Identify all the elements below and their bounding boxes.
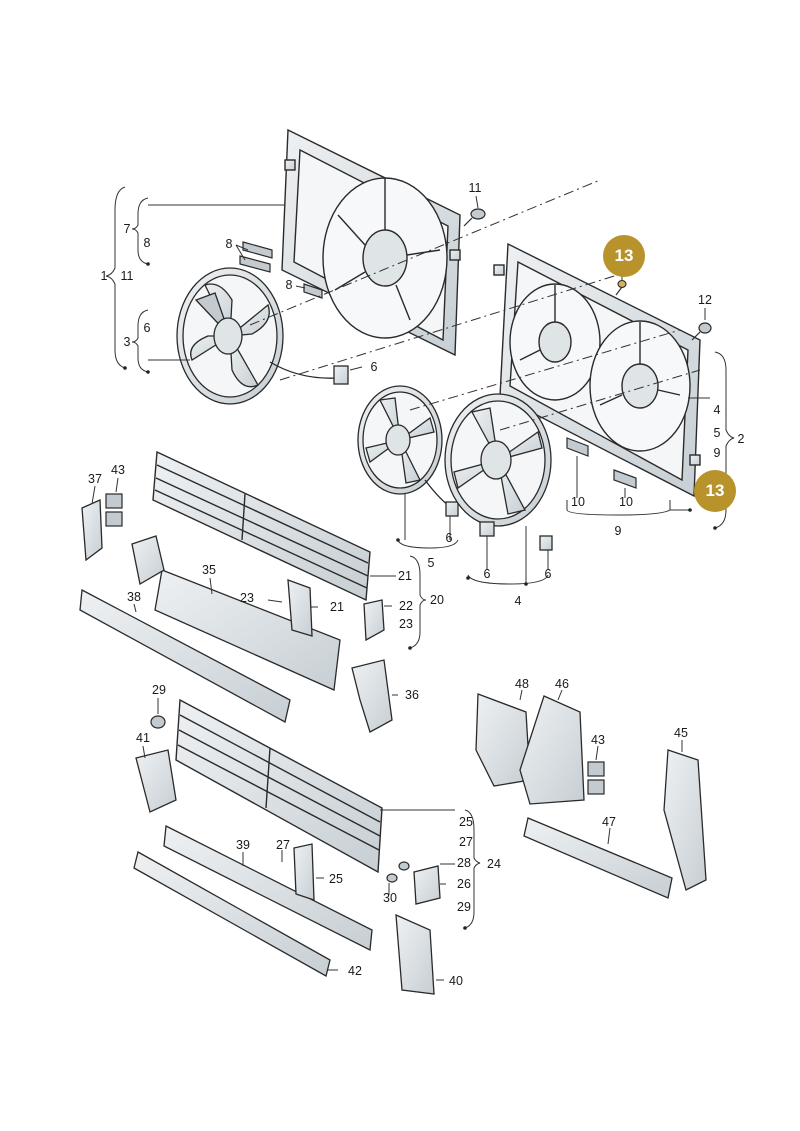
callout-35: 35 (202, 562, 216, 577)
trim-42 (133, 851, 331, 977)
highlight-badge-label: 13 (705, 481, 725, 500)
callout-10b: 10 (619, 494, 633, 509)
highlight-badge-13-right[interactable]: 13 (694, 470, 736, 512)
callout-24: 24 (487, 856, 501, 871)
callout-23a: 23 (240, 590, 254, 605)
trim-35 (154, 569, 341, 691)
highlight-badge-13-top[interactable]: 13 (603, 235, 645, 277)
leader-dots (123, 262, 717, 930)
clip-43b (587, 761, 605, 795)
bracket-45 (663, 749, 707, 891)
bracket-37 (81, 499, 103, 562)
bracket-40 (395, 913, 435, 995)
callout-42: 42 (348, 963, 362, 978)
callout-3: 3 (123, 334, 131, 349)
callout-27a: 27 (459, 834, 473, 849)
callout-37: 37 (88, 471, 102, 486)
bracket-48 (475, 693, 531, 787)
callout-25a: 25 (459, 814, 473, 829)
callout-8a: 8 (143, 235, 151, 250)
callout-39: 39 (236, 837, 250, 852)
callout-9b: 9 (614, 523, 622, 538)
callout-12: 12 (698, 292, 712, 307)
upper-air-shutter (152, 450, 371, 602)
callout-20: 20 (430, 592, 444, 607)
callout-6d: 6 (483, 566, 491, 581)
callout-25b: 25 (329, 871, 343, 886)
callout-36: 36 (405, 687, 419, 702)
callout-41: 41 (136, 730, 150, 745)
callout-46: 46 (555, 676, 569, 691)
callout-29b: 29 (457, 899, 471, 914)
bracket-41 (135, 749, 177, 813)
bracket-26 (413, 865, 441, 905)
callout-26: 26 (457, 876, 471, 891)
bracket-22 (363, 599, 385, 642)
callout-38: 38 (127, 589, 141, 604)
fan-5 (357, 385, 459, 517)
callout-23b: 23 (399, 616, 413, 631)
trim-47 (523, 817, 673, 899)
callout-43a: 43 (111, 462, 125, 477)
callout-22: 22 (399, 598, 413, 613)
single-fan-shroud (281, 128, 461, 357)
bracket-25 (293, 843, 315, 901)
callout-9a: 9 (713, 445, 721, 460)
callout-7: 7 (123, 221, 131, 236)
callout-29a: 29 (152, 682, 166, 697)
callout-30: 30 (383, 890, 397, 905)
callout-43b: 43 (591, 732, 605, 747)
callout-48: 48 (515, 676, 529, 691)
rubber-pads-8 (239, 241, 323, 299)
callout-6b: 6 (370, 359, 378, 374)
callout-1: 1 (100, 268, 108, 283)
callout-4b: 4 (514, 593, 522, 608)
callout-21b: 21 (330, 599, 344, 614)
leader-lines (91, 179, 735, 981)
callout-11b: 11 (468, 180, 482, 195)
fan-4 (444, 393, 553, 551)
fan-left (176, 267, 349, 405)
callout-10a: 10 (571, 494, 585, 509)
callout-45: 45 (674, 725, 688, 740)
dual-fan-shroud (493, 242, 701, 498)
bracket-46 (519, 695, 585, 805)
callout-27b: 27 (276, 837, 290, 852)
bolt-11 (463, 208, 486, 227)
callout-5a: 5 (713, 425, 721, 440)
callout-6a: 6 (143, 320, 151, 335)
screw-13 (615, 279, 627, 296)
callout-8b: 8 (225, 236, 233, 251)
bracket-21 (287, 579, 313, 637)
highlight-badge-label: 13 (614, 246, 634, 265)
clip-43 (105, 493, 123, 527)
bracket-36 (351, 659, 393, 733)
callout-21a: 21 (398, 568, 412, 583)
callout-2: 2 (737, 431, 745, 446)
callout-4a: 4 (713, 402, 721, 417)
callout-5b: 5 (427, 555, 435, 570)
plug-29 (150, 715, 166, 729)
bolt-30 (386, 861, 410, 883)
callout-6e: 6 (544, 566, 552, 581)
callout-6c: 6 (445, 530, 453, 545)
rubber-pads-10 (566, 437, 637, 489)
callout-47: 47 (602, 814, 616, 829)
lower-air-shutter (175, 698, 383, 874)
bracket-left-upper (131, 535, 165, 586)
callout-8c: 8 (285, 277, 293, 292)
callout-28: 28 (457, 855, 471, 870)
callout-40: 40 (449, 973, 463, 988)
trim-38 (79, 588, 291, 723)
bolt-12 (691, 322, 712, 341)
callout-11: 11 (120, 268, 134, 283)
